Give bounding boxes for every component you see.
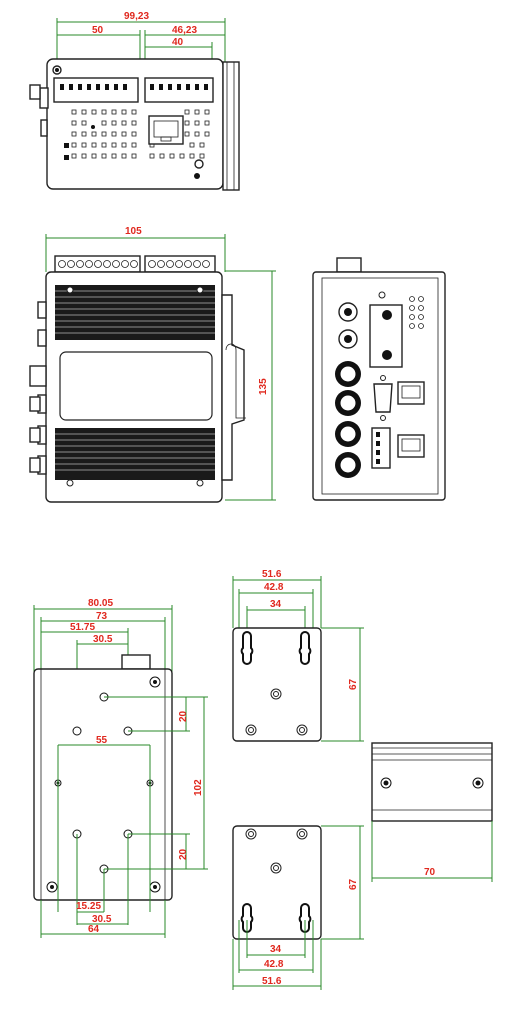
front-terminal-screws (58, 260, 210, 268)
dim-front-height: 135 (258, 378, 269, 395)
dim-plate-bottom-34: 34 (270, 944, 282, 955)
dim-plate-bottom-67: 67 (348, 878, 359, 890)
plate-top-body (232, 627, 322, 742)
dim-back-30-5-bottom: 30.5 (92, 914, 112, 925)
top-view: 99,23 50 46,23 40 (29, 11, 240, 191)
back-body (33, 668, 173, 901)
wall-plate-bottom: 67 34 42.8 51.6 (232, 825, 364, 990)
dim-plate-top-51-6: 51.6 (262, 569, 282, 580)
dim-plate-bottom-42-8: 42.8 (264, 959, 284, 970)
dim-back-20-bottom: 20 (178, 848, 189, 860)
front-din-clip (221, 294, 245, 481)
plate-top-slot-left (240, 631, 254, 665)
dim-plate-top-42-8: 42.8 (264, 582, 284, 593)
din-rail-body (371, 742, 493, 822)
back-mount-view: 80.05 73 51.75 30.5 20 102 20 (33, 598, 208, 938)
port-panel-terminal (371, 427, 391, 469)
dim-top-right: 46,23 (172, 25, 197, 36)
dim-top-right-inner: 40 (172, 37, 184, 48)
top-vent-holes (71, 109, 210, 159)
dim-back-55: 55 (96, 735, 108, 746)
port-panel-view (312, 257, 446, 501)
dim-back-102: 102 (193, 779, 204, 796)
wall-plate-top: 51.6 42.8 34 67 (232, 569, 364, 742)
port-panel-bnc (335, 302, 361, 478)
top-rail-clip (222, 61, 240, 191)
dim-din-70: 70 (424, 867, 436, 878)
dim-front-width: 105 (125, 226, 142, 237)
plate-bottom-slot-left (240, 903, 254, 933)
front-view: 105 135 (29, 226, 276, 503)
dim-back-overall: 80.05 (88, 598, 113, 609)
dim-back-51-75: 51.75 (70, 622, 95, 633)
front-left-connectors (29, 301, 47, 475)
plate-bottom-slot-right (298, 903, 312, 933)
port-panel-rj45-1 (397, 381, 425, 405)
dim-top-left: 50 (92, 25, 104, 36)
port-panel-rj45-2 (397, 434, 425, 458)
dim-back-73: 73 (96, 611, 108, 622)
dim-plate-top-67: 67 (348, 678, 359, 690)
din-rail-view: 70 (371, 742, 493, 882)
plate-top-slot-right (298, 631, 312, 665)
plate-bottom-body (232, 825, 322, 940)
dim-plate-top-34: 34 (270, 599, 282, 610)
dim-back-64: 64 (88, 924, 100, 935)
front-heatsink-bottom (55, 428, 215, 480)
dim-top-overall: 99,23 (124, 11, 149, 22)
front-label-area (59, 351, 213, 421)
dim-plate-bottom-51-6: 51.6 (262, 976, 282, 987)
dim-back-20-top: 20 (178, 710, 189, 722)
top-terminal-pins (60, 84, 208, 90)
port-panel-db9 (373, 383, 393, 413)
dim-back-15-25: 15.25 (76, 901, 101, 912)
port-panel-leds (409, 296, 424, 329)
front-heatsink-top (55, 285, 215, 340)
dim-back-30-5-top: 30.5 (93, 634, 113, 645)
